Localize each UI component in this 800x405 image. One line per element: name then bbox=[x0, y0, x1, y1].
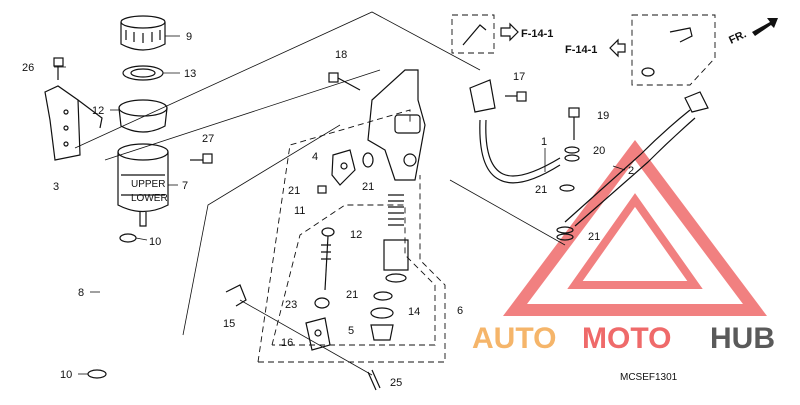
callout-16: 15 bbox=[223, 318, 235, 330]
svg-text:LOWER: LOWER bbox=[131, 193, 168, 204]
front-label: FR. bbox=[727, 28, 748, 46]
push-rod-12 bbox=[321, 227, 335, 291]
nut-25 bbox=[314, 297, 330, 309]
boot-5 bbox=[370, 324, 394, 341]
callout-7: 7 bbox=[182, 180, 188, 192]
ref-box-left bbox=[451, 14, 519, 54]
diagram-code: MCSEF1301 bbox=[620, 372, 678, 383]
reservoir-diaphragm bbox=[118, 99, 168, 133]
watermark-auto: AUTO bbox=[472, 322, 556, 355]
callout-3: 3 bbox=[53, 181, 59, 193]
callout-28: 27 bbox=[202, 133, 214, 145]
callout-19: 18 bbox=[335, 49, 347, 61]
callout-10-lower: 10 bbox=[60, 369, 72, 381]
seal-15 bbox=[370, 307, 394, 319]
hose-clip-upper bbox=[119, 233, 137, 243]
pin-16 bbox=[225, 284, 247, 307]
washers-21 bbox=[556, 146, 580, 241]
master-cylinder-body bbox=[367, 69, 426, 181]
reservoir-plate bbox=[122, 65, 164, 81]
callout-10-upper: 10 bbox=[149, 236, 161, 248]
callout-5: 5 bbox=[348, 325, 354, 337]
watermark-moto: MOTO bbox=[582, 322, 671, 355]
callout-6: 6 bbox=[457, 305, 463, 317]
reservoir-cap bbox=[120, 15, 166, 51]
ref-label-right: F-14-1 bbox=[565, 44, 597, 56]
callout-15: 14 bbox=[408, 306, 420, 318]
callout-21-c: 21 bbox=[588, 231, 600, 243]
brake-hose-1 bbox=[469, 79, 561, 184]
callout-leaders bbox=[54, 35, 626, 375]
callout-11: 11 bbox=[294, 205, 305, 217]
callout-9: 9 bbox=[186, 31, 192, 43]
bolt-27 bbox=[53, 57, 64, 80]
callout-labels: 9 13 12 26 27 3 7 10 8 10 18 4 21 21 11 … bbox=[22, 31, 634, 389]
bolt-19 bbox=[328, 72, 361, 91]
callout-17: 16 bbox=[281, 337, 293, 349]
ref-box-right bbox=[609, 14, 716, 86]
callout-1: 1 bbox=[541, 136, 547, 148]
bolt-28 bbox=[190, 153, 213, 164]
ref-label-left: F-14-1 bbox=[521, 28, 553, 40]
hose-clip-lower bbox=[87, 369, 107, 379]
callout-24: 21 bbox=[288, 185, 300, 197]
callout-26: 25 bbox=[390, 377, 402, 389]
piston-spring bbox=[383, 194, 409, 283]
reservoir-bracket bbox=[44, 85, 103, 161]
screw-24 bbox=[317, 185, 327, 194]
callout-20: 19 bbox=[597, 110, 609, 122]
callout-21-a: 20 bbox=[593, 145, 605, 157]
cotter-pin-26 bbox=[367, 369, 381, 391]
callout-25: 23 bbox=[285, 299, 297, 311]
reservoir-hose bbox=[95, 238, 128, 367]
watermark-logo bbox=[503, 140, 767, 316]
callout-4: 4 bbox=[312, 151, 318, 163]
brake-hose-2 bbox=[564, 91, 709, 227]
callout-18: 17 bbox=[513, 71, 525, 83]
callout-14: 13 bbox=[184, 68, 196, 80]
svg-text:UPPER: UPPER bbox=[131, 179, 165, 190]
assembly-boundary bbox=[74, 11, 566, 363]
bolt-18 bbox=[505, 91, 527, 102]
clevis-17 bbox=[305, 317, 331, 351]
callout-12: 12 bbox=[350, 229, 362, 241]
inlet-joint bbox=[331, 149, 356, 186]
o-ring-23 bbox=[362, 152, 374, 168]
callout-23: 21 bbox=[362, 181, 374, 193]
callout-8: 8 bbox=[78, 287, 84, 299]
callout-21-b: 21 bbox=[535, 184, 547, 196]
bolt-20 bbox=[568, 107, 580, 140]
callout-2: 2 bbox=[628, 165, 634, 177]
reservoir-tank: UPPER LOWER bbox=[117, 143, 169, 227]
callout-22: 21 bbox=[346, 289, 358, 301]
watermark-text: AUTO MOTO HUB bbox=[472, 322, 775, 355]
watermark-hub: HUB bbox=[710, 322, 775, 355]
callout-27: 26 bbox=[22, 62, 34, 74]
circlip-22 bbox=[373, 291, 393, 301]
front-arrow-icon bbox=[752, 18, 778, 36]
callout-13: 12 bbox=[92, 105, 104, 117]
